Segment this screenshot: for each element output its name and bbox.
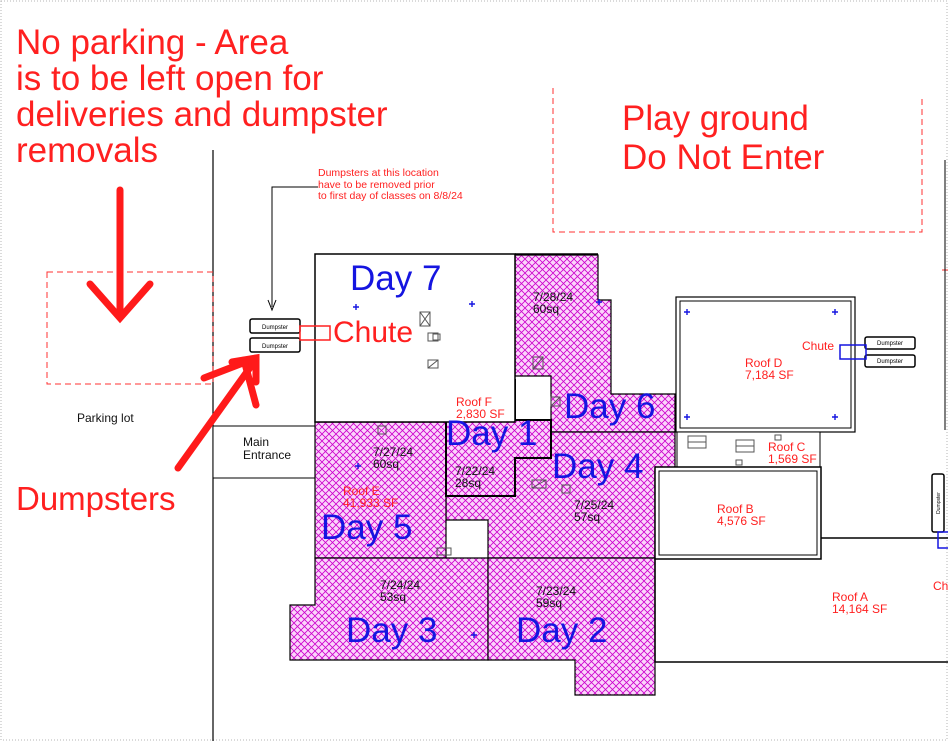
chute-far-right-label: Ch [933, 579, 948, 593]
roof-b-inner [658, 470, 818, 556]
no-parking-note: No parking - Area is to be left open for… [16, 23, 388, 171]
playground-zone [552, 88, 923, 233]
roof-c-label: Roof C 1,569 SF [768, 440, 817, 466]
roof-d-inner [679, 300, 852, 429]
area-day-6 [514, 254, 676, 433]
day-5-label: Day 5 [321, 508, 413, 547]
roof-a-label: Roof A 14,164 SF [832, 590, 888, 616]
day-1-label: Day 1 [446, 414, 538, 453]
day-7-label: Day 7 [350, 259, 442, 298]
dumpster-left-2: Dumpster [249, 337, 301, 353]
playground-note: Play ground Do Not Enter [622, 99, 825, 177]
roof-d-label: Roof D 7,184 SF [745, 356, 794, 382]
day-4-label: Day 4 [552, 447, 644, 486]
svg-text:Dumpster: Dumpster [936, 492, 942, 514]
roof-d-building [675, 296, 856, 433]
no-parking-zone [46, 271, 214, 385]
chute-left [299, 325, 331, 341]
schedule-day-4: 7/25/24 57sq [574, 498, 615, 524]
chute-far-right [937, 531, 948, 549]
roof-drains [353, 299, 838, 638]
dumpsters-label: Dumpsters [16, 480, 176, 517]
removal-note-leader [271, 186, 318, 307]
roof-a-outline [654, 559, 948, 663]
main-entrance-box [212, 425, 316, 479]
day-3-label: Day 3 [346, 611, 438, 650]
roof-b-label: Roof B 4,576 SF [717, 502, 766, 528]
dumpster-removal-note: Dumpsters at this location have to be re… [318, 167, 463, 203]
roof-equipment [377, 311, 782, 556]
schedule-day-3: 7/24/24 53sq [380, 578, 421, 604]
roof-b-building [654, 466, 822, 560]
dumpster-right-1: Dumpster [864, 336, 916, 350]
parking-lot-label: Parking lot [77, 411, 134, 425]
roof-e-label: Roof E 41,933 SF [343, 484, 399, 510]
no-parking-arrow [86, 186, 154, 324]
dumpster-right-2: Dumpster [864, 354, 916, 368]
schedule-day-6: 7/28/24 60sq [533, 290, 574, 316]
roof-c-building [676, 431, 821, 468]
dumpster-left-1: Dumpster [249, 318, 301, 334]
schedule-day-1: 7/22/24 28sq [455, 464, 496, 490]
svg-text:Dumpster: Dumpster [877, 341, 903, 347]
schedule-day-2: 7/23/24 59sq [536, 584, 577, 610]
dumpster-far-right: Dumpster [931, 473, 945, 533]
chute-right [839, 344, 867, 360]
main-entrance-label: Main Entrance [243, 435, 292, 463]
dumpster-arrows [174, 353, 260, 472]
chute-right-label: Chute [802, 339, 835, 353]
svg-text:Dumpster: Dumpster [262, 325, 288, 331]
day-6-label: Day 6 [564, 387, 656, 426]
chute-left-label: Chute [333, 316, 414, 349]
svg-text:Dumpster: Dumpster [877, 359, 903, 365]
svg-text:Dumpster: Dumpster [262, 344, 288, 350]
roof-day-7-building [314, 253, 516, 423]
roof-f-label: Roof F 2,830 SF [456, 395, 505, 421]
schedule-day-5: 7/27/24 60sq [373, 445, 414, 471]
removal-note-arrowhead [267, 299, 277, 312]
day-2-label: Day 2 [516, 611, 608, 650]
